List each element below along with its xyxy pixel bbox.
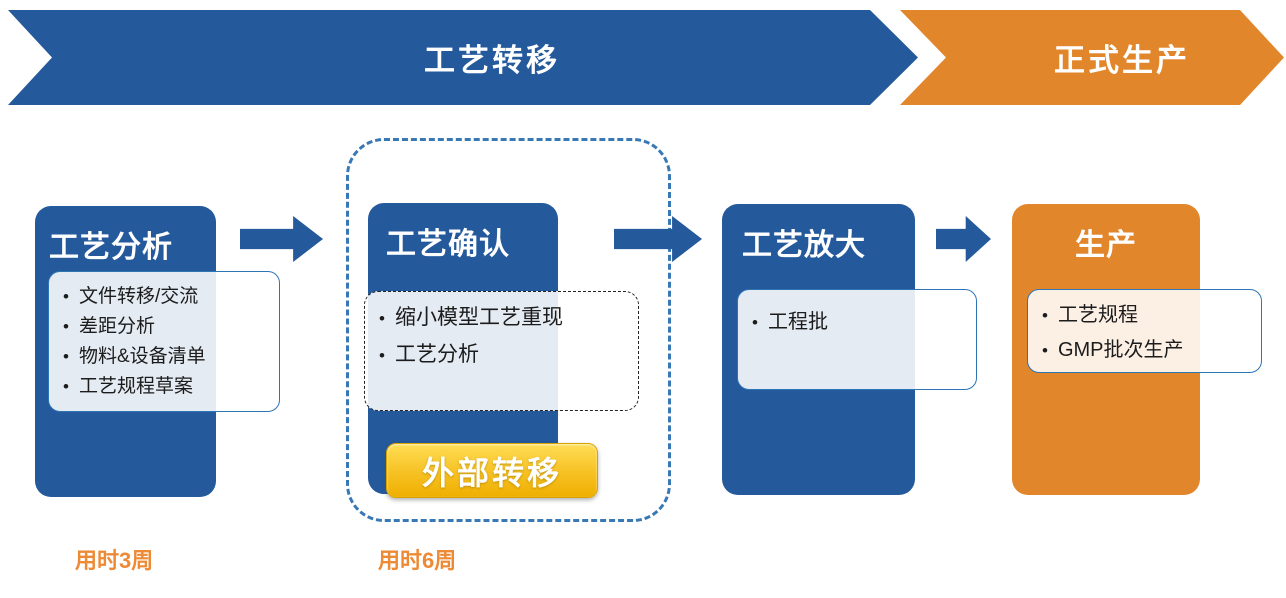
- bullet-item: 缩小模型工艺重现: [379, 300, 632, 337]
- flow-arrow-icon: [936, 216, 991, 262]
- external-transfer-group-outline: [346, 138, 671, 522]
- banner-process-transfer-label: 工艺转移: [424, 43, 560, 78]
- banner-process-transfer: 工艺转移: [8, 10, 918, 105]
- bullet-item: 文件转移/交流: [63, 282, 273, 312]
- duration-label-stage2: 用时6周: [378, 548, 457, 573]
- bullet-list: 缩小模型工艺重现 工艺分析: [365, 292, 638, 374]
- bullet-item: 工程批: [752, 306, 970, 339]
- stage-title-process-analysis: 工艺分析: [49, 231, 173, 264]
- stage-details-process-analysis: 文件转移/交流 差距分析 物料&设备清单 工艺规程草案: [48, 271, 280, 412]
- bullet-item: 物料&设备清单: [63, 342, 273, 372]
- bullet-item: 工艺规程: [1042, 298, 1255, 333]
- stage-title-process-scaleup: 工艺放大: [742, 229, 866, 262]
- bullet-list: 工程批: [738, 290, 976, 339]
- duration-label-stage1: 用时3周: [75, 548, 154, 573]
- external-transfer-badge-label: 外部转移: [421, 454, 562, 491]
- bullet-item: 差距分析: [63, 312, 273, 342]
- bullet-list: 工艺规程 GMP批次生产: [1028, 290, 1261, 368]
- external-transfer-badge: 外部转移: [386, 443, 598, 498]
- banner-formal-production: 正式生产: [900, 10, 1284, 105]
- bullet-item: 工艺规程草案: [63, 372, 273, 402]
- flow-arrow-icon: [240, 216, 323, 262]
- bullet-item: 工艺分析: [379, 337, 632, 374]
- banner-formal-production-label: 正式生产: [1054, 43, 1190, 78]
- stage-details-process-scaleup: 工程批: [737, 289, 977, 390]
- bullet-item: GMP批次生产: [1042, 333, 1255, 368]
- stage-title-production: 生产: [1075, 229, 1137, 262]
- stage-title-process-confirmation: 工艺确认: [386, 228, 510, 261]
- stage-details-process-confirmation: 缩小模型工艺重现 工艺分析: [364, 291, 639, 411]
- stage-details-production: 工艺规程 GMP批次生产: [1027, 289, 1262, 373]
- bullet-list: 文件转移/交流 差距分析 物料&设备清单 工艺规程草案: [49, 272, 279, 402]
